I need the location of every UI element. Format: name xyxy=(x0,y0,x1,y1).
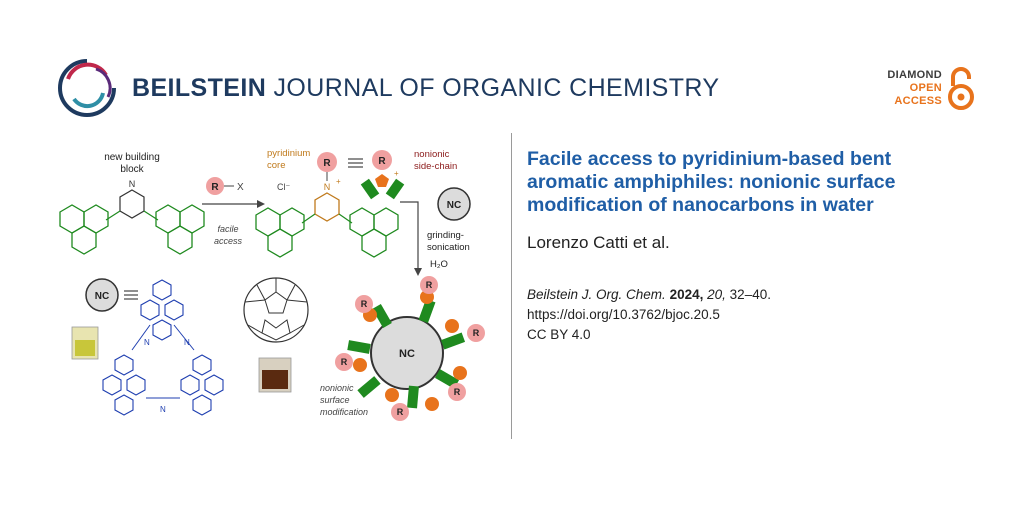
counter-ion-label: Cl⁻ xyxy=(277,182,290,192)
product-r-circle xyxy=(317,152,337,172)
label-sonication: sonication xyxy=(427,242,470,253)
journal-name: BEILSTEIN JOURNAL OF ORGANIC CHEMISTRY xyxy=(132,74,720,103)
graphical-abstract: new building block N R X facile access p… xyxy=(59,148,485,421)
label-pyridinium: pyridinium xyxy=(267,148,310,159)
diamond-open-access-badge: DIAMOND OPEN ACCESS xyxy=(887,66,974,110)
fullerene-c60 xyxy=(243,277,309,343)
journal-name-strong: BEILSTEIN xyxy=(132,73,267,102)
badge-line-access: ACCESS xyxy=(894,94,942,107)
reagent-r-label: R xyxy=(211,182,219,193)
citation-line: Beilstein J. Org. Chem. 2024, 20, 32–40. xyxy=(527,285,977,305)
journal-name-light: JOURNAL OF ORGANIC CHEMISTRY xyxy=(273,73,720,102)
shell-r-3: R xyxy=(473,328,480,338)
citation-license: CC BY 4.0 xyxy=(527,327,591,342)
label-access: access xyxy=(214,236,243,246)
reagent-r-circle xyxy=(206,177,224,195)
pyridinium-ring xyxy=(314,192,340,222)
product-plus-label: + xyxy=(336,177,341,186)
product-n-label: N xyxy=(324,182,331,192)
icon-r-label: R xyxy=(378,156,386,167)
article-citation: Beilstein J. Org. Chem. 2024, 20, 32–40.… xyxy=(527,285,977,345)
column-divider xyxy=(511,133,512,439)
label-side-chain: side-chain xyxy=(414,161,457,172)
product-r-label: R xyxy=(323,158,331,169)
badge-line-diamond: DIAMOND xyxy=(887,68,942,81)
triazine-n-2: N xyxy=(184,338,190,347)
open-access-text: DIAMOND OPEN ACCESS xyxy=(887,69,942,108)
label-core: core xyxy=(267,160,285,171)
nanocarbon-small-label: NC xyxy=(447,200,461,211)
anthracene-left xyxy=(59,204,109,255)
icon-pentagon xyxy=(375,174,389,187)
label-surface-2: surface xyxy=(320,395,350,405)
pyridine-n-label: N xyxy=(129,179,136,189)
triazine-network: N N N xyxy=(102,279,224,416)
article-info: Facile access to pyridinium-based bent a… xyxy=(527,148,977,345)
journal-header: BEILSTEIN JOURNAL OF ORGANIC CHEMISTRY xyxy=(56,58,720,118)
shell-r-6: R xyxy=(341,357,348,367)
modified-nanocarbon: NC R R xyxy=(335,276,485,421)
label-surface-1: nonionic xyxy=(320,383,354,393)
label-facile: facile xyxy=(217,224,238,234)
citation-journal: Beilstein J. Org. Chem. xyxy=(527,287,666,302)
triazine-n-1: N xyxy=(144,338,150,347)
citation-pages: 32–40. xyxy=(729,287,771,302)
nanocarbon-small xyxy=(437,187,471,221)
triazine-n-3: N xyxy=(160,405,166,414)
citation-volume: 20, xyxy=(707,287,726,302)
anthracene-right xyxy=(155,204,205,255)
shell-r-1: R xyxy=(361,299,368,309)
shell-r-2: R xyxy=(426,280,433,290)
article-authors: Lorenzo Catti et al. xyxy=(527,233,670,252)
label-new-building-block-2: block xyxy=(120,164,144,175)
process-arrow xyxy=(400,201,419,268)
icon-plus: + xyxy=(394,169,399,178)
citation-doi[interactable]: https://doi.org/10.3762/bjoc.20.5 xyxy=(527,307,720,322)
citation-year: 2024, xyxy=(669,287,704,302)
badge-line-open: OPEN xyxy=(909,81,942,94)
label-grinding: grinding- xyxy=(427,230,464,241)
reagent-x-label: X xyxy=(237,182,244,193)
nanocarbon-modified-label: NC xyxy=(399,348,415,360)
product-anthracene-left xyxy=(255,207,305,258)
product-anthracene-right xyxy=(349,207,399,258)
icon-r-circle xyxy=(372,150,392,170)
open-lock-icon xyxy=(948,67,974,110)
label-water: H₂O xyxy=(430,259,448,270)
label-surface-3: modification xyxy=(320,407,368,417)
nanocarbon-legend-label: NC xyxy=(95,291,109,302)
article-title: Facile access to pyridinium-based bent a… xyxy=(527,148,896,216)
label-nonionic: nonionic xyxy=(414,149,450,160)
pyridine-ring xyxy=(119,189,145,219)
journal-logo-icon xyxy=(58,59,116,117)
shell-r-5: R xyxy=(397,407,404,417)
nanocarbon-legend xyxy=(85,278,119,312)
label-new-building-block-1: new building xyxy=(104,152,160,163)
shell-r-4: R xyxy=(454,387,461,397)
